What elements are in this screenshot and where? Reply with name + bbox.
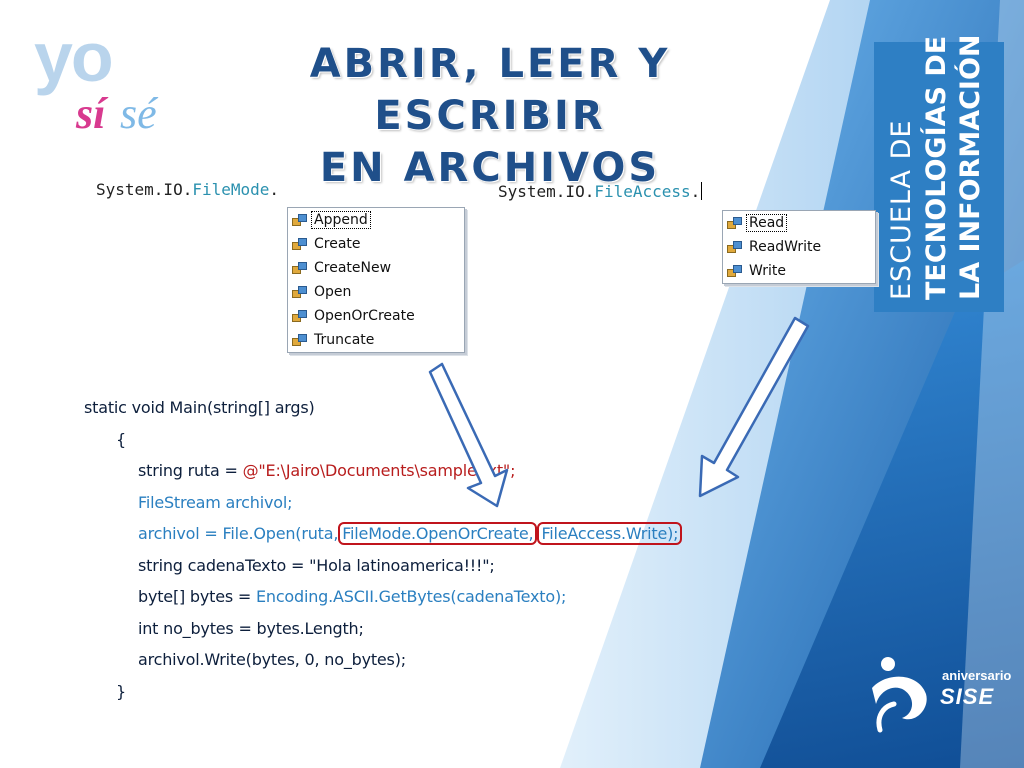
school-line1: ESCUELA DE: [886, 119, 917, 300]
fileaccess-prefix: System.IO.: [498, 182, 595, 201]
fileaccess-expression: System.IO.FileAccess.: [498, 182, 703, 201]
enum-member-icon: [727, 216, 743, 230]
enum-member-icon: [292, 309, 308, 323]
filemode-dot: .: [269, 180, 280, 199]
completion-item-createnew[interactable]: CreateNew: [288, 256, 464, 280]
completion-item-label: OpenOrCreate: [314, 308, 415, 324]
enum-member-icon: [292, 285, 308, 299]
completion-item-append[interactable]: Append: [288, 208, 464, 232]
code-token: Encoding.ASCII.GetBytes(cadenaTexto);: [255, 587, 567, 606]
completion-item-label: Append: [311, 211, 371, 229]
aniversario-label: aniversario: [942, 668, 1012, 683]
filemode-expression: System.IO.FileMode.: [96, 180, 279, 199]
enum-member-icon: [292, 333, 308, 347]
logo-se: sé: [120, 89, 157, 138]
school-label: ESCUELA DE TECNOLOGÍAS DE LA INFORMACIÓN: [884, 30, 994, 300]
completion-item-write[interactable]: Write: [723, 259, 875, 283]
highlighted-fileaccess-arg: FileAccess.Write);: [537, 522, 683, 545]
enum-member-icon: [292, 261, 308, 275]
completion-item-truncate[interactable]: Truncate: [288, 328, 464, 352]
code-line: static void Main(string[] args): [84, 398, 315, 417]
code-block: static void Main(string[] args) { string…: [84, 392, 683, 707]
fileaccess-dot: .: [690, 182, 701, 201]
enum-member-icon: [292, 237, 308, 251]
code-line: archivol = File.Open(ruta,FileMode.OpenO…: [84, 518, 683, 550]
filemode-completion-list[interactable]: Append Create CreateNew Open OpenOrCreat…: [287, 207, 465, 353]
school-banner: [874, 42, 1004, 312]
completion-item-label: Write: [749, 263, 786, 279]
text-caret: [701, 182, 703, 200]
fileaccess-class: FileAccess: [594, 182, 691, 201]
school-line3: LA INFORMACIÓN: [955, 34, 986, 300]
code-line: {: [116, 429, 126, 449]
slide-title-line1: ABRIR, LEER Y ESCRIBIR: [309, 41, 671, 139]
code-line: }: [116, 681, 126, 701]
enum-member-icon: [727, 264, 743, 278]
completion-item-open[interactable]: Open: [288, 280, 464, 304]
code-token: archivol = File.Open(ruta,: [138, 524, 339, 543]
fileaccess-completion-list[interactable]: Read ReadWrite Write: [722, 210, 876, 284]
code-line: archivol.Write(bytes, 0, no_bytes);: [138, 650, 406, 669]
enum-member-icon: [292, 213, 308, 227]
code-token: byte[] bytes =: [138, 587, 256, 606]
logo-si: sí: [76, 89, 106, 138]
school-line2: TECNOLOGÍAS DE: [921, 35, 952, 300]
slide-title-line2: EN ARCHIVOS: [319, 145, 661, 191]
slide-title: ABRIR, LEER Y ESCRIBIR EN ARCHIVOS: [200, 38, 780, 194]
sise-brand: SISE: [940, 684, 995, 709]
logo-yo: yo: [34, 18, 114, 96]
completion-item-label: Open: [314, 284, 352, 300]
completion-item-label: Read: [746, 214, 788, 232]
completion-item-readwrite[interactable]: ReadWrite: [723, 235, 875, 259]
filemode-prefix: System.IO.: [96, 180, 193, 199]
completion-item-openorcreate[interactable]: OpenOrCreate: [288, 304, 464, 328]
enum-member-icon: [727, 240, 743, 254]
completion-item-label: Create: [314, 236, 361, 252]
code-line: string cadenaTexto = "Hola latinoamerica…: [84, 550, 682, 582]
code-line: string ruta = @"E:\Jairo\Documents\sampl…: [84, 455, 682, 487]
completion-item-label: ReadWrite: [749, 239, 822, 255]
string-literal: "Hola latinoamerica!!!";: [309, 555, 495, 575]
aniversario-logo-icon: [872, 657, 927, 733]
string-literal: @"E:\Jairo\Documents\sample.txt";: [242, 461, 516, 480]
completion-item-create[interactable]: Create: [288, 232, 464, 256]
code-token: string cadenaTexto =: [138, 555, 310, 575]
code-line: byte[] bytes = Encoding.ASCII.GetBytes(c…: [84, 581, 682, 613]
code-line: FileStream archivol;: [138, 492, 293, 512]
code-line: int no_bytes = bytes.Length;: [138, 618, 364, 638]
filemode-class: FileMode: [192, 180, 270, 199]
completion-item-label: CreateNew: [314, 260, 392, 276]
code-token: string ruta =: [138, 461, 243, 480]
completion-item-label: Truncate: [314, 332, 375, 348]
completion-item-read[interactable]: Read: [723, 211, 875, 235]
highlighted-filemode-arg: FileMode.OpenOrCreate,: [338, 522, 538, 545]
